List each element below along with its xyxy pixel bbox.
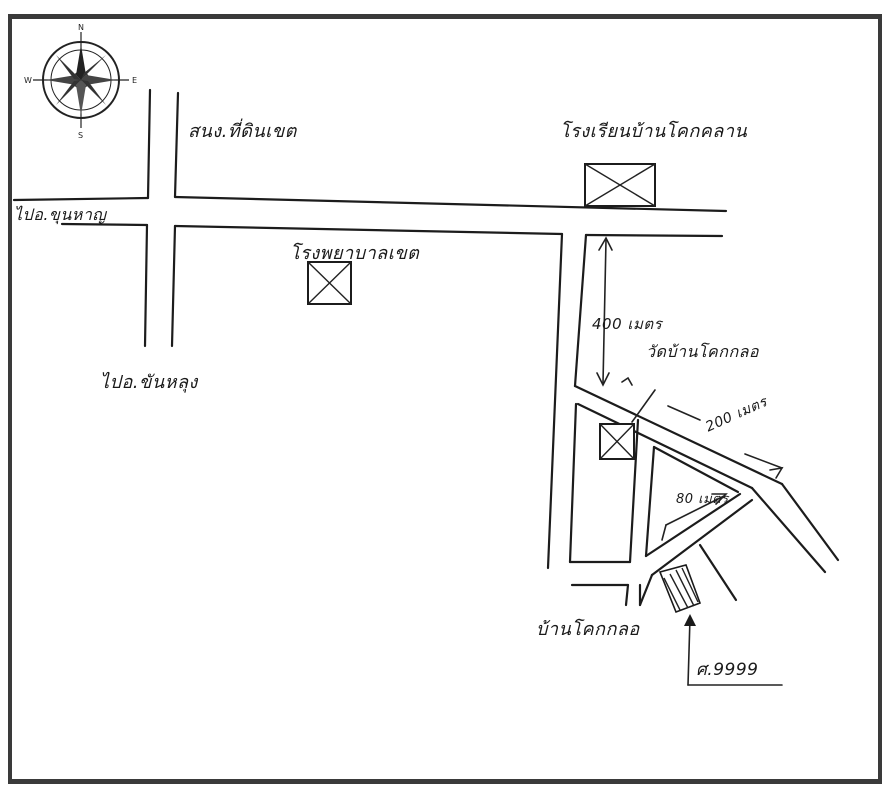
compass-n-label: N [78,23,84,32]
distance-200-arrow [667,405,784,479]
right-vertical-road [546,232,588,570]
land-office-label: สนง.ที่ดินเขต [188,121,297,142]
village-label: บ้านโคกกลอ [536,619,640,640]
inner-roads [568,402,754,607]
map-frame [8,14,882,784]
compass-s-label: S [78,131,83,140]
school-label: โรงเรียนบ้านโคกคลาน [560,121,748,142]
diagonal-road [573,384,840,574]
distance-400-arrow [596,236,613,387]
village-arrow [684,614,783,686]
compass-e-label: E [132,76,137,85]
distance-80-arrow [661,493,728,541]
to-district-bottom-label: ไปอ.ขันหลุง [100,372,198,393]
distance-400-label: 400 เมตร [592,315,663,333]
compass-rose-icon [33,32,129,128]
hospital-label: โรงพยาบาลเขต [290,243,420,264]
hospital-building-icon [307,261,352,305]
to-district-left-label: ไปอ.ขุนหาญ [14,205,107,224]
temple-building-icon [599,423,635,460]
factory-building-icon [584,163,656,207]
temple-pointer [621,376,656,423]
distance-80-label: 80 เมตร [676,492,729,507]
road-code-label: ศ.9999 [696,660,759,680]
left-vertical-road [143,88,180,348]
compass-w-label: W [24,76,32,85]
village-marker [658,564,702,614]
temple-label: วัดบ้านโคกกลอ [646,342,760,361]
main-horizontal-road [12,195,728,238]
